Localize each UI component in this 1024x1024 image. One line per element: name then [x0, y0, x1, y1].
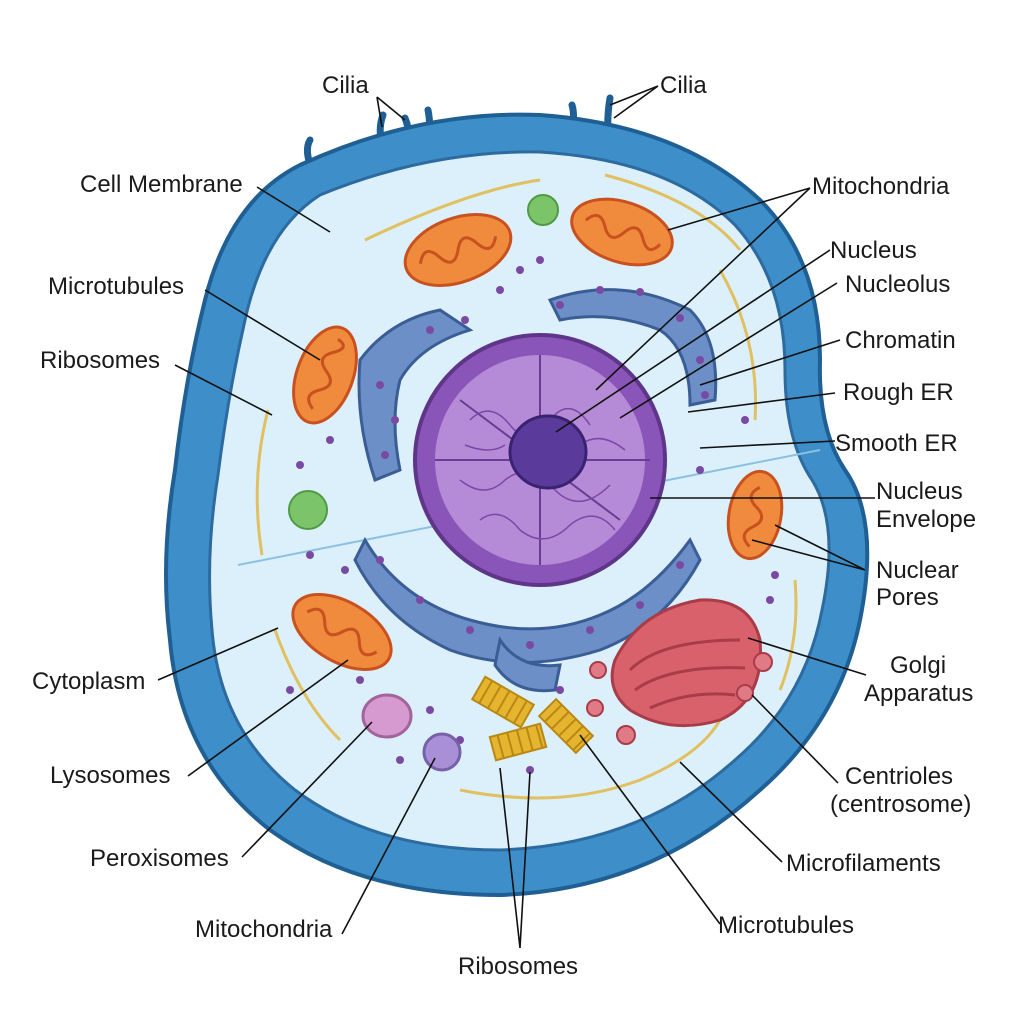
mitochondrion [403, 213, 513, 287]
peroxisome [422, 732, 462, 772]
label-ribosomes-left: Ribosomes [40, 347, 160, 374]
label-centrosome: (centrosome) [830, 791, 971, 818]
leader-lines [157, 85, 875, 949]
golgi-apparatus [610, 598, 762, 728]
label-microtubules-bottom: Microtubules [718, 912, 854, 939]
label-pores: Pores [876, 584, 939, 611]
label-nucleolus: Nucleolus [845, 271, 950, 298]
label-microfilaments: Microfilaments [786, 850, 941, 877]
label-chromatin: Chromatin [845, 327, 956, 354]
lysosome [361, 693, 413, 739]
label-cilia-left: Cilia [322, 72, 369, 99]
centriole-icon [488, 722, 548, 762]
label-lysosomes: Lysosomes [50, 762, 171, 789]
nucleolus [508, 414, 588, 490]
mitochondria-group [291, 197, 784, 671]
mitochondrion [291, 593, 393, 671]
label-cytoplasm: Cytoplasm [32, 668, 145, 695]
microtubules-fibers [255, 173, 798, 800]
golgi-vesicles [586, 652, 773, 745]
label-rough-er: Rough ER [843, 379, 954, 406]
label-nuclear: Nuclear [876, 557, 959, 584]
centrioles [470, 675, 595, 762]
label-golgi: Golgi [890, 652, 946, 679]
mitochondrion [726, 469, 784, 561]
label-apparatus: Apparatus [864, 680, 973, 707]
centriole-icon [470, 675, 536, 729]
centriole-icon [537, 697, 595, 755]
label-centrioles: Centrioles [845, 763, 953, 790]
label-nucleus-envelope-1: Nucleus [876, 478, 963, 505]
label-peroxisomes: Peroxisomes [90, 845, 229, 872]
rough-er [353, 288, 718, 693]
mitochondrion [570, 197, 674, 267]
vesicle-green [288, 490, 328, 530]
label-ribosomes-bottom: Ribosomes [458, 953, 578, 980]
vesicle-green [527, 194, 559, 226]
label-nucleus-envelope-2: Envelope [876, 506, 976, 533]
label-smooth-er: Smooth ER [835, 430, 958, 457]
label-nucleus: Nucleus [830, 237, 917, 264]
label-cell-membrane: Cell Membrane [80, 171, 243, 198]
label-mitochondria-bottom: Mitochondria [195, 916, 333, 943]
ribosome-dots [286, 256, 779, 774]
label-cilia-right: Cilia [660, 72, 707, 99]
mitochondrion [292, 325, 358, 425]
label-mitochondria-top: Mitochondria [812, 173, 950, 200]
label-microtubules-left: Microtubules [48, 273, 184, 300]
